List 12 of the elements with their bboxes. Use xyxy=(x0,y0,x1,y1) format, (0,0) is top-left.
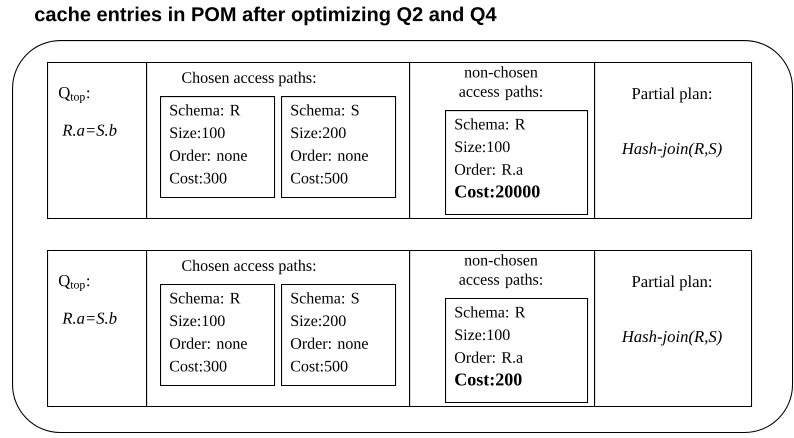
query-cell: Q$_{top}$: R.a=S.b xyxy=(47,250,148,408)
access-path-box: Schema: R Size:100 Order: R.a Cost:200 xyxy=(445,298,588,404)
query-cell: Q$_{top}$: R.a=S.b xyxy=(47,62,148,220)
access-path-box: Schema: R Size:100 Order: none Cost:300 xyxy=(160,284,276,386)
access-path-box: Schema: S Size:200 Order: none Cost:500 xyxy=(281,96,396,198)
plan-cell: Partial plan: Hash-join(R,S) xyxy=(594,250,752,408)
cache-panel xyxy=(12,40,794,434)
access-path-box: Schema: R Size:100 Order: none Cost:300 xyxy=(160,96,276,198)
plan-cell: Partial plan: Hash-join(R,S) xyxy=(594,62,752,220)
access-path-box: Schema: S Size:200 Order: none Cost:500 xyxy=(281,284,396,386)
title: cache entries in POM after optimizing Q2 and Q4 xyxy=(35,6,496,26)
access-path-box: Schema: R Size:100 Order: R.a Cost:20000 xyxy=(445,110,588,216)
